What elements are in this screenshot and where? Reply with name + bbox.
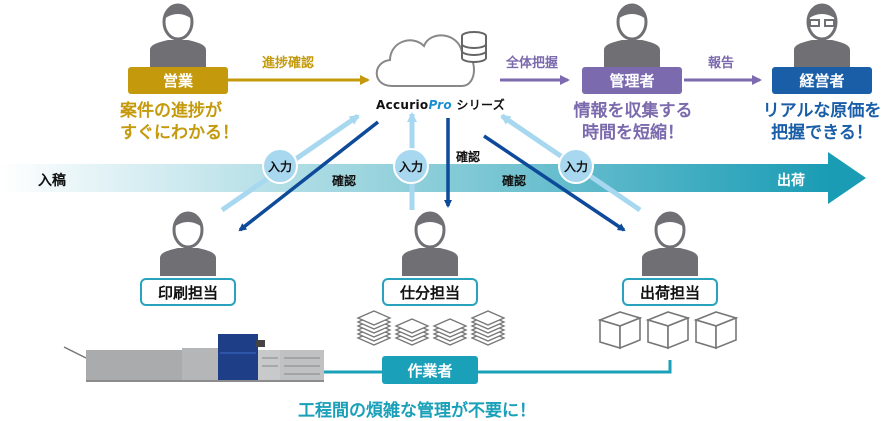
series-suffix: シリーズ bbox=[451, 98, 506, 112]
avatar-manager bbox=[604, 3, 660, 68]
confirm-label-ship: 確認 bbox=[502, 174, 527, 188]
box-icon bbox=[597, 311, 643, 350]
avatar-print-worker bbox=[160, 211, 216, 276]
brand-main: Accurio bbox=[376, 98, 429, 112]
benefit-line: すぐにわかる！ bbox=[120, 123, 239, 143]
benefit-executive: リアルな原価を 把握できる！ bbox=[758, 100, 886, 144]
benefit-line: 時間を短縮！ bbox=[582, 123, 684, 143]
production-printer-image bbox=[63, 334, 324, 382]
input-badge-print: 入力 bbox=[262, 148, 298, 184]
worker-print: 印刷担当 bbox=[140, 278, 236, 306]
confirm-label-print: 確認 bbox=[332, 174, 357, 188]
benefit-line: リアルな原価を bbox=[762, 101, 882, 121]
input-badge-ship: 入力 bbox=[558, 148, 594, 184]
paper-sheet bbox=[432, 318, 468, 334]
avatar-ship-worker bbox=[642, 211, 698, 276]
box-icon bbox=[693, 311, 739, 350]
avatar-executive bbox=[794, 3, 850, 68]
avatar-sales bbox=[150, 3, 206, 68]
paper-sheet bbox=[470, 310, 506, 326]
benefit-sales: 案件の進捗が すぐにわかる！ bbox=[120, 100, 239, 144]
accurio-pro-caption: AccurioPro シリーズ bbox=[376, 96, 505, 113]
paper-sheet bbox=[394, 318, 430, 334]
worker-sort: 仕分担当 bbox=[382, 278, 478, 306]
worker-group-label: 作業者 bbox=[382, 356, 478, 384]
benefit-line: 情報を収集する bbox=[573, 101, 693, 121]
paper-sheet bbox=[356, 310, 392, 326]
worker-ship: 出荷担当 bbox=[622, 278, 718, 306]
role-sales: 営業 bbox=[128, 67, 228, 94]
report-label: 報告 bbox=[708, 56, 735, 71]
benefit-manager: 情報を収集する 時間を短縮！ bbox=[566, 100, 700, 144]
confirm-line-ship bbox=[483, 134, 626, 232]
footer-message: 工程間の煩雑な管理が不要に！ bbox=[298, 401, 536, 421]
avatar-sort-worker bbox=[402, 211, 458, 276]
boxes-icon bbox=[597, 311, 739, 350]
benefit-line: 案件の進捗が bbox=[120, 101, 222, 121]
flow-arrow bbox=[0, 152, 866, 204]
confirm-label-sort: 確認 bbox=[456, 150, 481, 164]
paper-stacks-icon bbox=[356, 310, 506, 346]
overview-label: 全体把握 bbox=[506, 56, 559, 71]
role-executive: 経営者 bbox=[772, 67, 872, 94]
flow-start-label: 入稿 bbox=[38, 173, 66, 189]
worker-group-bracket bbox=[292, 360, 672, 374]
role-manager: 管理者 bbox=[582, 67, 682, 94]
confirm-line-print bbox=[238, 120, 380, 232]
brand-accent: Pro bbox=[428, 98, 452, 112]
input-badge-sort: 入力 bbox=[393, 148, 429, 184]
progress-check-label: 進捗確認 bbox=[262, 56, 315, 71]
benefit-line: 把握できる！ bbox=[771, 123, 873, 143]
flow-end-label: 出荷 bbox=[777, 173, 805, 189]
cloud-database-icon bbox=[375, 31, 487, 87]
box-icon bbox=[645, 311, 691, 350]
